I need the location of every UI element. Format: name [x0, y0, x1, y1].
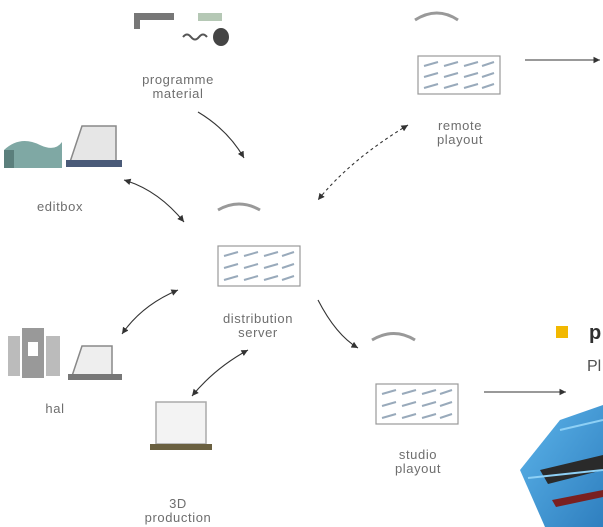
hal-icon: [8, 328, 122, 380]
programme-material-icon: [134, 13, 229, 46]
label-studio-playout: studio playout: [394, 447, 442, 476]
remote-playout-icon: [414, 11, 501, 95]
editbox-icon: [4, 125, 122, 168]
equipment-photo: [520, 405, 603, 527]
label-remote-playout: remote playout: [436, 118, 484, 147]
label-hal: hal: [45, 401, 65, 416]
arrow-server-hal: [121, 289, 179, 335]
legend-subtitle: Pl: [587, 358, 602, 375]
label-distribution-server: distribution server: [222, 311, 294, 340]
production-3d-icon: [150, 401, 212, 450]
arrow-remote-server: [317, 124, 409, 201]
arrow-editbox-server: [123, 178, 185, 223]
arrow-server-studio: [317, 299, 359, 349]
legend-title: p: [589, 322, 602, 344]
label-3d-production: 3D production: [144, 496, 212, 525]
studio-playout-icon: [371, 332, 459, 425]
arrow-3d-server: [191, 349, 249, 397]
distribution-server-icon: [217, 202, 301, 287]
legend-bullet: [556, 326, 568, 338]
label-editbox: editbox: [36, 199, 84, 214]
arrow-programme-to-server: [197, 111, 245, 159]
label-programme-material: programme material: [142, 72, 214, 101]
